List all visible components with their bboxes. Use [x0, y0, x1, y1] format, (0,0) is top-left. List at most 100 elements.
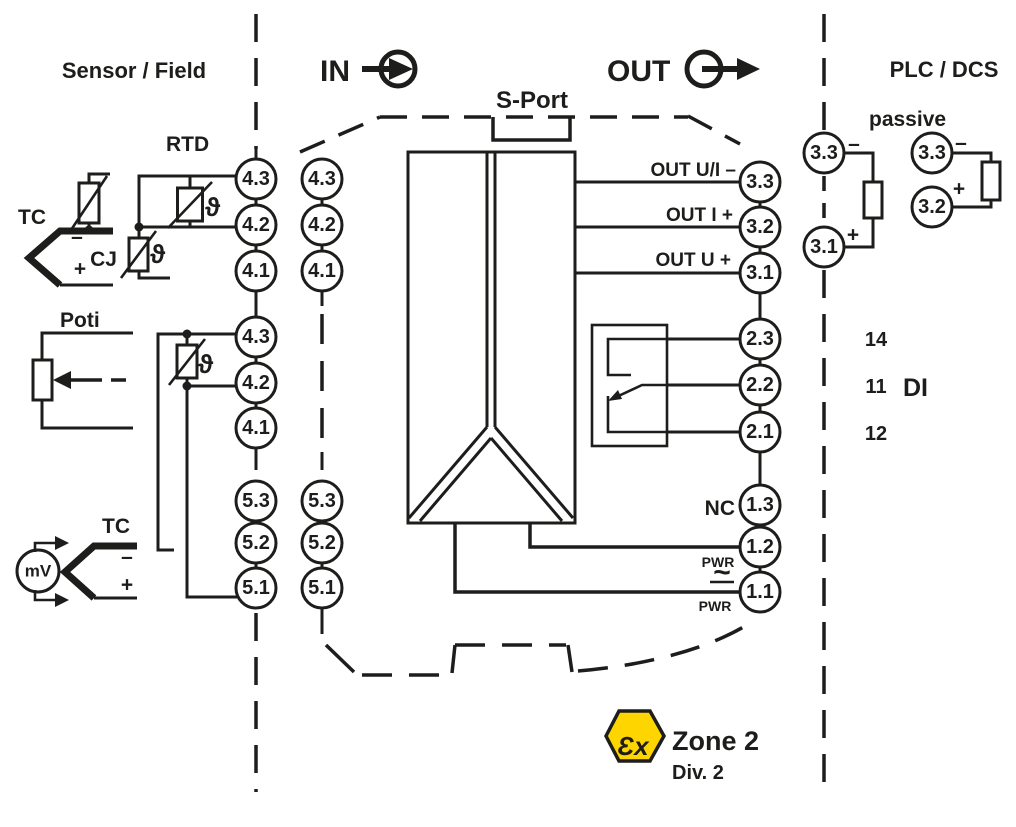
terminal-right_module-2.2: 2.2 — [738, 363, 782, 407]
enclosure-notch-right — [566, 644, 574, 673]
terminal-number: 4.3 — [242, 168, 270, 190]
terminal-plc_active-3.1: 3.1 — [802, 225, 846, 269]
terminal-left_outer-4.3: 4.3 — [234, 157, 278, 201]
terminal-circle — [234, 249, 278, 293]
terminal-number: 4.1 — [242, 417, 270, 439]
di-11-label: 11 — [865, 376, 886, 398]
tc-bottom-label: TC — [102, 515, 130, 538]
terminal-number: 2.3 — [746, 328, 774, 350]
tc-mv-group — [15, 536, 137, 607]
terminal-circle — [738, 317, 782, 361]
terminal-circle — [234, 566, 278, 610]
in-arrowhead — [389, 58, 413, 80]
terminal-number: 3.2 — [918, 196, 946, 218]
output-wires — [575, 180, 740, 275]
terminal-right_module-3.1: 3.1 — [738, 251, 782, 295]
poti-label: Poti — [60, 309, 100, 332]
terminal-left_outer-4.1: 4.1 — [234, 249, 278, 293]
poti-lead-top — [40, 331, 133, 360]
cj-resistor-strike — [119, 230, 158, 279]
terminal-circle — [738, 363, 782, 407]
cj-theta: ϑ — [150, 239, 166, 269]
terminal-circle — [300, 479, 344, 523]
terminal-plc_passive-3.3: 3.3 — [910, 131, 954, 175]
enclosure-top-left-diagonal — [299, 115, 381, 154]
plc-passive-wire-bottom — [952, 200, 993, 209]
plc-passive-load-resistor — [980, 160, 1002, 202]
terminal-left_inner-4.3: 4.3 — [300, 157, 344, 201]
tc-comp-resistor-strike — [69, 175, 109, 231]
enclosure-bottom-right — [577, 617, 758, 673]
ex-marking: Ɛx Zone 2 Div. 2 — [604, 709, 759, 784]
enclosure-top-right-diagonal — [687, 114, 741, 146]
plc-passive-minus: – — [955, 132, 967, 155]
acdc-symbol: ~ — [713, 556, 731, 589]
terminal-number: 5.2 — [242, 532, 270, 554]
relay-contact-bottom — [606, 396, 667, 434]
terminal-circle — [300, 203, 344, 247]
device-enclosure-dashed — [299, 114, 758, 677]
terminal-circle — [300, 157, 344, 201]
mv-label: mV — [25, 562, 52, 581]
terminal-right_module-3.3: 3.3 — [738, 160, 782, 204]
in-circle — [378, 49, 418, 89]
terminal-circle — [802, 131, 846, 175]
terminal-circle — [738, 205, 782, 249]
terminal-left_outer-5.3: 5.3 — [234, 479, 278, 523]
plc-passive-plus: + — [953, 178, 965, 201]
terminal-number: 2.1 — [746, 421, 774, 443]
nc-label: NC — [705, 497, 735, 520]
isolator-device — [406, 150, 577, 525]
zone-separators — [254, 14, 826, 792]
terminal-left_inner-5.1: 5.1 — [300, 566, 344, 610]
mv-arrow-top-shaft — [33, 541, 56, 552]
cj-label: CJ — [90, 248, 117, 271]
terminal-circle — [234, 157, 278, 201]
terminal-number: 3.3 — [810, 142, 838, 164]
out-ui-minus-label: OUT U/I – — [650, 160, 736, 181]
terminal-right_module-1.2: 1.2 — [738, 525, 782, 569]
poti-wiper-arrowhead — [53, 371, 71, 389]
terminal-right_module-3.2: 3.2 — [738, 205, 782, 249]
terminal-left_inner-5.3: 5.3 — [300, 479, 344, 523]
terminal-number: 2.2 — [746, 374, 774, 396]
terminal-circle — [738, 483, 782, 527]
ex-glyph: Ɛx — [617, 731, 650, 761]
terminal-number: 4.2 — [308, 214, 336, 236]
terminal-circle — [234, 361, 278, 405]
wire-pwr-12 — [528, 522, 740, 549]
terminal-number: 5.3 — [242, 490, 270, 512]
out-icon — [684, 49, 760, 89]
pwr-bottom-label: PWR — [699, 598, 732, 614]
terminal-number: 4.3 — [242, 326, 270, 348]
in-label: IN — [320, 55, 350, 88]
terminal-number: 3.3 — [746, 171, 774, 193]
device-body — [406, 150, 577, 525]
terminal-number: 4.2 — [242, 372, 270, 394]
terminal-left_outer-4.3: 4.3 — [234, 315, 278, 359]
terminals: 4.34.24.14.34.24.15.35.25.14.34.24.15.35… — [234, 131, 954, 614]
terminal-number: 5.1 — [308, 577, 336, 599]
terminal-circle — [234, 203, 278, 247]
plc-active-minus: – — [848, 133, 860, 156]
mv-source-circle — [15, 548, 61, 594]
terminal-right_module-2.3: 2.3 — [738, 317, 782, 361]
terminal-number: 4.1 — [308, 260, 336, 282]
terminal-circle — [910, 185, 954, 229]
relay-contact-top — [606, 337, 667, 377]
terminal-right_module-1.3: 1.3 — [738, 483, 782, 527]
terminal-right_module-1.1: 1.1 — [738, 570, 782, 614]
rtd-label: RTD — [166, 133, 209, 156]
out-i-plus-label: OUT I + — [666, 205, 733, 226]
terminal-left_inner-5.2: 5.2 — [300, 521, 344, 565]
terminal-circle — [738, 251, 782, 295]
terminal-circle — [300, 249, 344, 293]
terminal-number: 1.3 — [746, 494, 774, 516]
zone2-label: Zone 2 — [672, 726, 759, 756]
junction-dot — [182, 329, 192, 339]
rtd-bracket-wire — [137, 174, 236, 229]
junction-dot — [84, 225, 94, 235]
power-wires — [453, 522, 740, 594]
terminal-circle — [738, 160, 782, 204]
plc-active-load — [845, 151, 884, 249]
